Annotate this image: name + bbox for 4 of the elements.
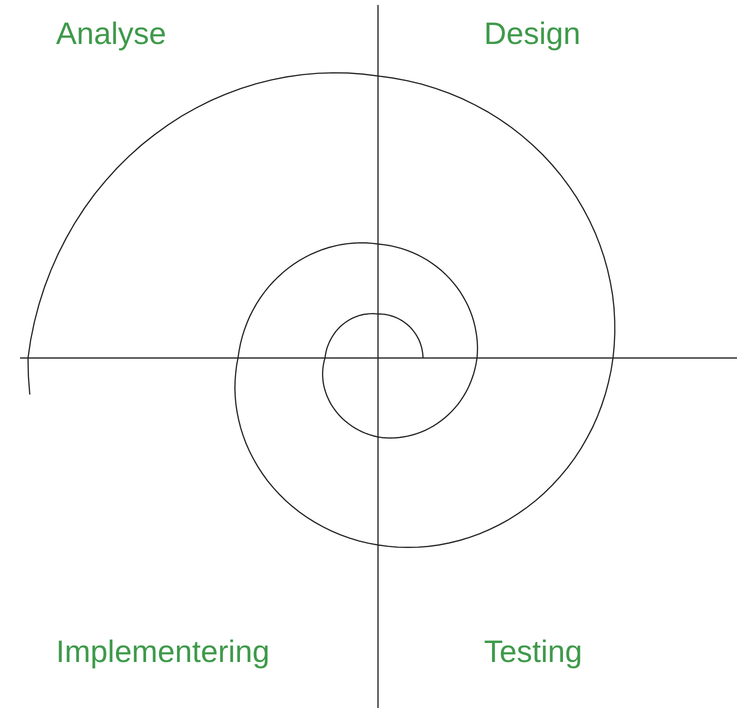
- quadrant-label: Analyse: [56, 15, 166, 53]
- quadrant-label: Implementering: [56, 633, 270, 671]
- quadrant-label: Design: [484, 15, 580, 53]
- quadrant-label: Testing: [484, 633, 582, 671]
